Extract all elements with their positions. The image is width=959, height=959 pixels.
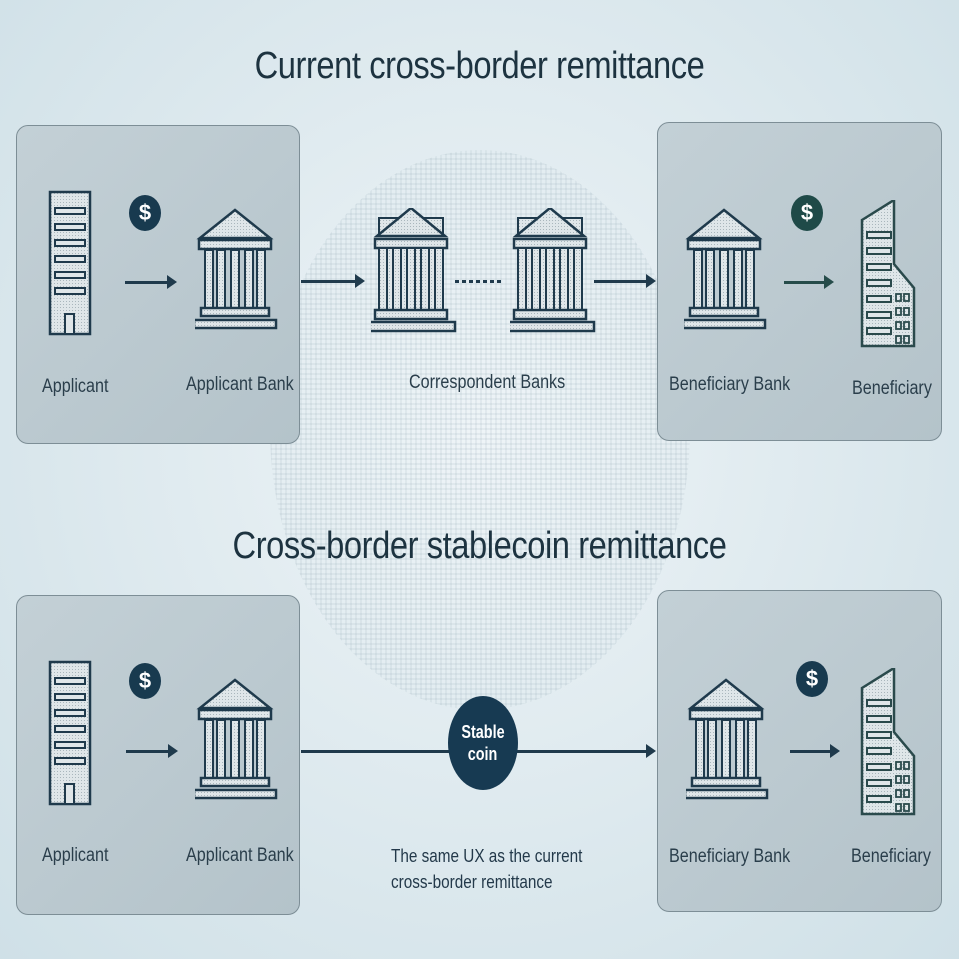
correspondent-bank-icon [371, 208, 457, 333]
correspondent-banks-label: Correspondent Banks [409, 372, 566, 393]
arrow-right-icon [125, 275, 177, 289]
arrow-right-icon [594, 274, 656, 288]
dollar-icon: $ [791, 195, 823, 231]
section-title-current: Current cross-border remittance [254, 45, 705, 87]
applicant-bank-icon [195, 678, 278, 800]
beneficiary-bank-icon [686, 678, 769, 800]
dollar-symbol: $ [800, 200, 814, 225]
caption-line2: cross-border remittance [391, 872, 553, 892]
stablecoin-label-line2: coin [468, 744, 498, 764]
section-title-stablecoin: Cross-border stablecoin remittance [232, 525, 727, 567]
arrow-right-icon [790, 744, 840, 758]
dollar-icon: $ [129, 663, 161, 699]
arrow-right-icon [301, 274, 365, 288]
beneficiary-building-icon [860, 200, 916, 348]
dollar-symbol: $ [805, 666, 819, 691]
beneficiary-bank-label: Beneficiary Bank [669, 374, 791, 395]
beneficiary-label: Beneficiary [852, 378, 932, 399]
dollar-icon: $ [129, 195, 161, 231]
applicant-building-icon [48, 190, 92, 336]
stablecoin-label-line1: Stable [461, 722, 505, 742]
arrow-right-icon [600, 744, 656, 758]
dollar-symbol: $ [138, 668, 152, 693]
dollar-icon: $ [796, 661, 828, 697]
arrow-right-icon [126, 744, 178, 758]
applicant-bank-label: Applicant Bank [186, 374, 294, 395]
applicant-bank-label: Applicant Bank [186, 845, 294, 866]
caption-line1: The same UX as the current [391, 846, 583, 866]
globe-background [270, 150, 690, 710]
dotted-connector [455, 280, 501, 283]
applicant-label: Applicant [42, 845, 109, 866]
stablecoin-badge: Stable coin [448, 696, 518, 790]
stablecoin-caption: The same UX as the current cross-border … [391, 843, 582, 895]
beneficiary-label: Beneficiary [851, 846, 931, 867]
beneficiary-bank-label: Beneficiary Bank [669, 846, 791, 867]
beneficiary-building-icon [860, 668, 916, 816]
dollar-symbol: $ [138, 200, 152, 225]
applicant-label: Applicant [42, 376, 109, 397]
beneficiary-bank-icon [684, 208, 767, 330]
correspondent-bank-icon [510, 208, 596, 333]
applicant-building-icon [48, 660, 92, 806]
arrow-right-icon [784, 275, 834, 289]
applicant-bank-icon [195, 208, 278, 330]
